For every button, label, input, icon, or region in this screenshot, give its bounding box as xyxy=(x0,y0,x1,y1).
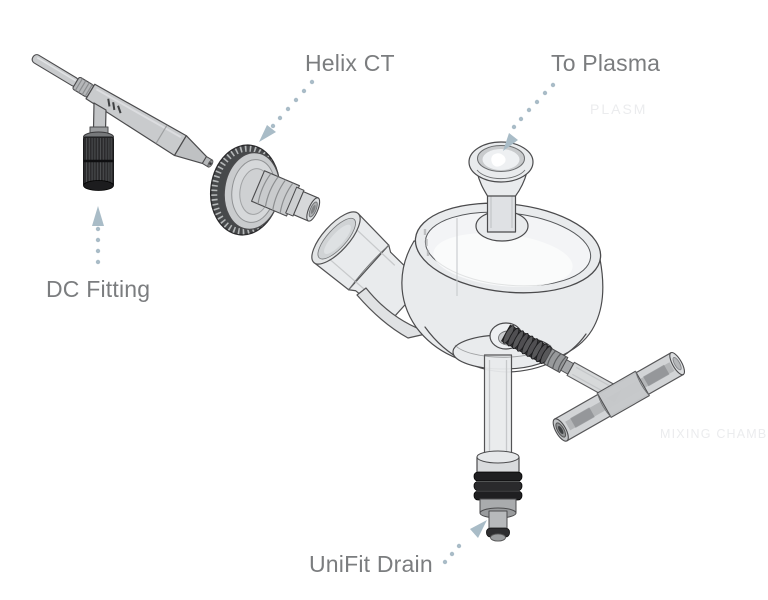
watermark-mixing-chamb: MIXING CHAMB xyxy=(660,427,768,441)
dc-fitting-part xyxy=(83,126,114,191)
helix-ct-nut xyxy=(210,144,321,236)
arrow-dc-fitting xyxy=(92,206,104,265)
label-to-plasma: To Plasma xyxy=(551,50,661,76)
arrow-helix-ct xyxy=(259,79,315,142)
label-unifit-drain: UniFit Drain xyxy=(309,551,433,577)
label-helix-ct: Helix CT xyxy=(305,50,395,76)
unifit-drain-fitting xyxy=(473,450,523,542)
bowl-marking xyxy=(423,229,430,256)
nebulizer-marking xyxy=(107,98,122,114)
to-plasma-port xyxy=(468,141,534,242)
arrow-to-plasma xyxy=(503,82,556,151)
corrugated-adapter xyxy=(500,324,623,403)
nebulizer xyxy=(31,54,214,168)
watermark-plasm: PLASM xyxy=(590,101,648,117)
arrow-unifit-drain xyxy=(442,520,487,565)
label-dc-fitting: DC Fitting xyxy=(46,276,151,302)
mixing-tee xyxy=(552,351,686,442)
